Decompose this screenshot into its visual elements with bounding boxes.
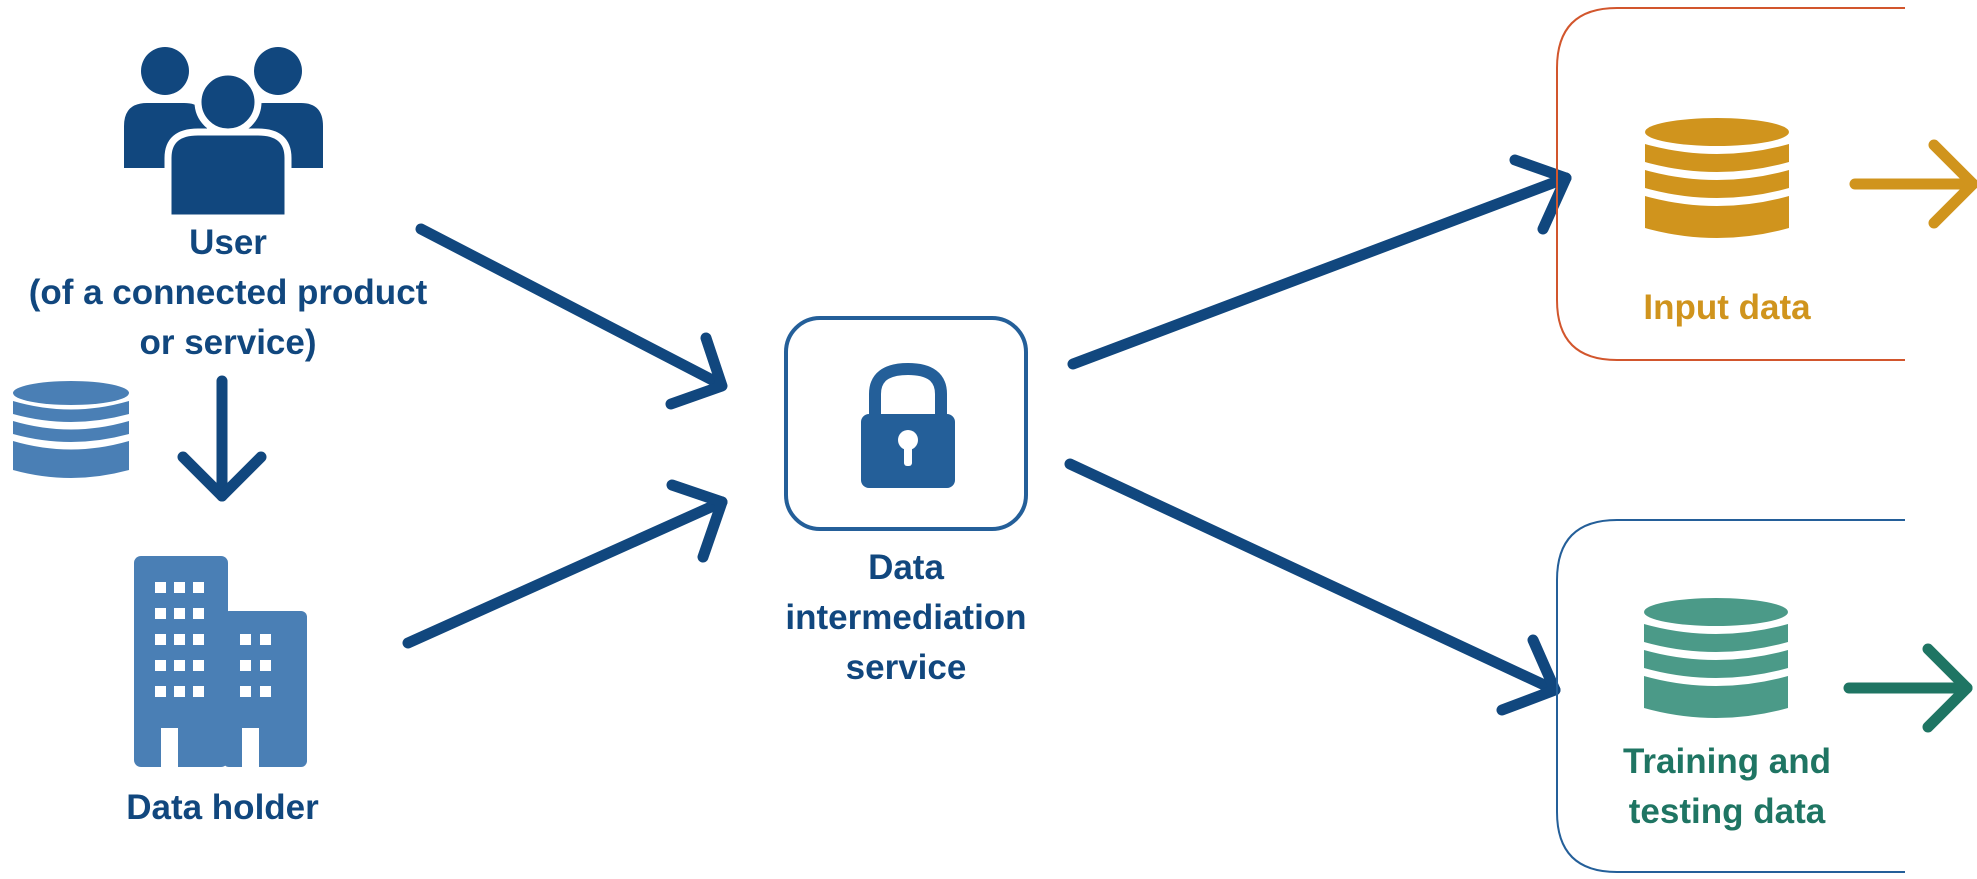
user-label-line1: User [189,223,267,262]
intermediary-label-line1: Data [868,548,944,587]
intermediary-label: Data intermediation service [738,543,1074,693]
training-output-arrow [1843,643,1973,733]
training-data-label-line2: testing data [1628,792,1826,831]
database-icon [1644,598,1788,718]
input-data-box [1556,7,1905,361]
intermediary-to-training-arrow [1064,458,1561,716]
user-label-line3: or service) [139,323,317,362]
training-data-box [1556,519,1905,873]
intermediary-to-input-arrow [1067,154,1572,370]
intermediary-label-line2: intermediation [785,598,1027,637]
user-to-intermediary-arrow [415,223,728,410]
training-data-label-line1: Training and [1622,742,1832,781]
intermediary-label-line3: service [845,648,967,687]
user-to-holder-arrow [177,375,267,502]
training-data-label: Training and testing data [1567,737,1887,837]
holder-to-intermediary-arrow [402,479,728,649]
user-label-line2: (of a connected product [28,273,428,312]
user-group-icon [124,47,323,222]
input-data-label: Input data [1643,288,1811,327]
building-icon [134,556,307,767]
database-icon [1645,118,1789,238]
padlock-icon [861,362,955,488]
input-output-arrow [1849,139,1977,229]
database-icon [13,381,129,478]
user-label: User (of a connected product or service) [0,218,456,368]
data-holder-label: Data holder [126,788,319,827]
